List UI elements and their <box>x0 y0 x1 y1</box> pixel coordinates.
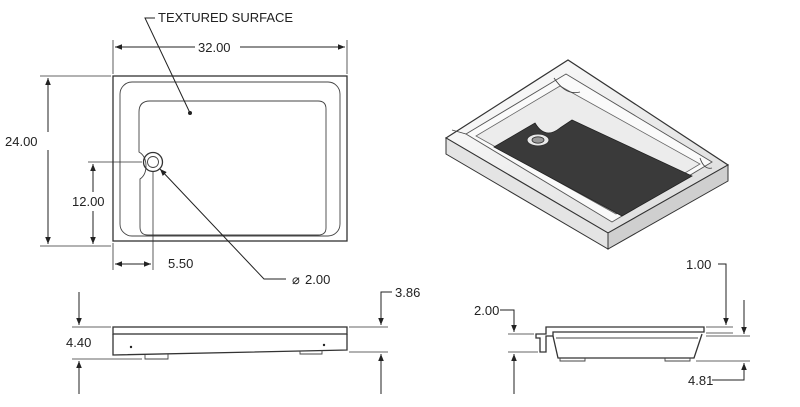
dim-side-flange-label: 2.00 <box>474 303 499 318</box>
textured-surface-note: TEXTURED SURFACE <box>144 10 293 114</box>
dim-front-total: 4.40 <box>66 292 142 394</box>
dim-height-label: 24.00 <box>5 134 38 149</box>
dim-side-lip-label: 1.00 <box>686 257 711 272</box>
dim-drain-y-label: 12.00 <box>72 194 105 209</box>
top-view <box>112 75 348 242</box>
front-view-body <box>112 334 348 356</box>
dim-side-flange: 2.00 <box>474 303 538 394</box>
dim-side-total: 4.81 <box>688 300 750 388</box>
side-view-body <box>552 333 703 359</box>
dim-drain-diameter: ⌀ 2.00 <box>159 168 330 287</box>
dia-symbol: ⌀ <box>292 272 300 287</box>
dim-front-top: 3.86 <box>349 285 420 394</box>
drain-outer <box>142 151 164 173</box>
dim-drain-x-label: 5.50 <box>168 256 193 271</box>
drain-inner <box>147 156 159 168</box>
front-view <box>112 326 348 360</box>
front-view-top <box>112 326 348 335</box>
side-view-feet <box>559 358 691 362</box>
dim-drain-x: 5.50 <box>112 172 193 271</box>
dim-width: 32.00 <box>112 40 348 74</box>
side-view <box>535 326 705 362</box>
dim-side-lip: 1.00 <box>686 257 733 334</box>
top-view-inner-rim <box>119 81 341 237</box>
dim-drain-y: 12.00 <box>72 161 142 244</box>
dim-front-total-label: 4.40 <box>66 335 91 350</box>
top-view-outline <box>112 75 348 242</box>
iso-right-face <box>607 164 729 250</box>
dim-width-label: 32.00 <box>198 40 231 55</box>
isometric-view <box>444 59 730 250</box>
top-view-basin <box>138 100 327 236</box>
dim-side-total-label: 4.81 <box>688 373 713 388</box>
dim-drain-dia-label: 2.00 <box>305 272 330 287</box>
side-view-flange <box>535 326 705 353</box>
dim-front-top-label: 3.86 <box>395 285 420 300</box>
textured-surface-label: TEXTURED SURFACE <box>158 10 293 25</box>
front-view-feet <box>144 350 323 360</box>
iso-drain-inner <box>531 136 545 144</box>
dim-height: 24.00 <box>5 75 111 247</box>
